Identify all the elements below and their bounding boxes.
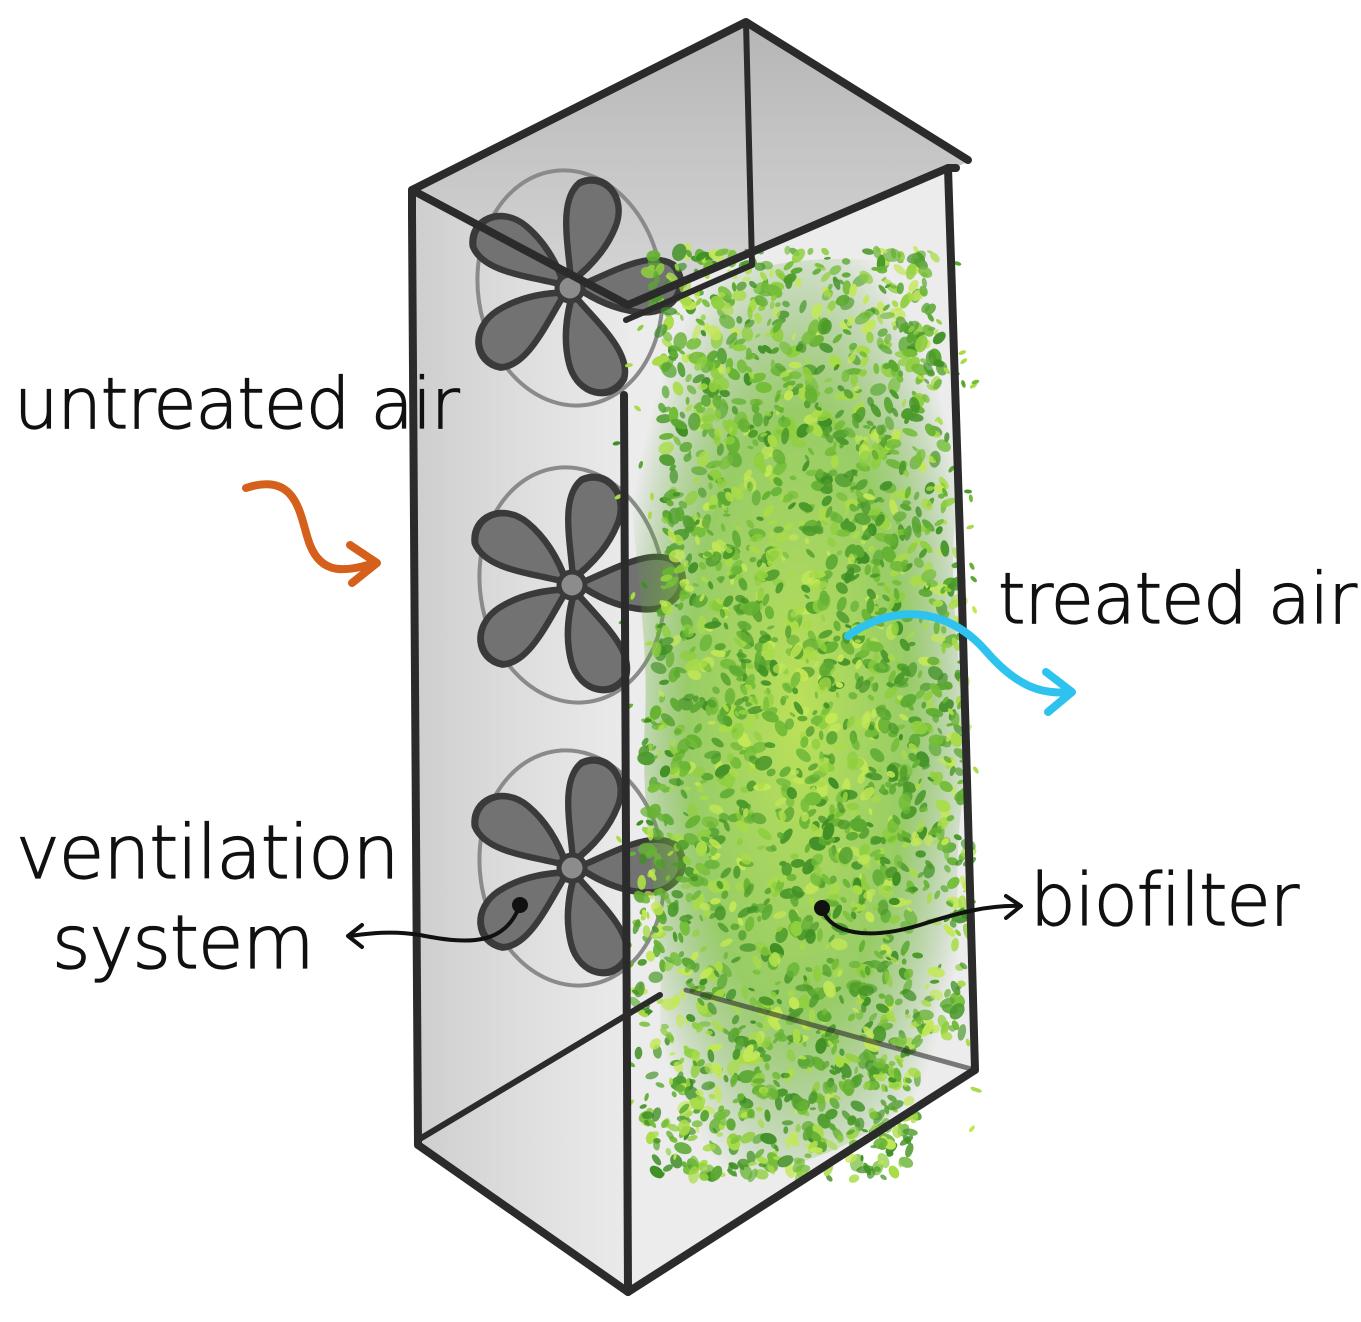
ventilation-label-line1: ventilation (16, 810, 398, 896)
ventilation-label-line2: system (52, 900, 314, 986)
treated-air-label: treated air (998, 558, 1357, 640)
fan-group (469, 168, 687, 988)
leaf-cluster (612, 242, 982, 1185)
treated-arrow-icon (844, 610, 1076, 716)
biofilter-foliage (612, 242, 982, 1185)
enclosure-left-face (412, 190, 628, 1292)
untreated-air-label: untreated air (14, 363, 460, 445)
ventilation-pointer-icon (346, 897, 528, 949)
biofilter-pointer-icon (814, 894, 1023, 936)
enclosure-top-face (412, 22, 968, 305)
untreated-arrow-icon (242, 480, 381, 587)
enclosure-frame (408, 18, 979, 1296)
fan-icon (471, 465, 687, 705)
biofilter-label: biofilter (1030, 858, 1300, 942)
